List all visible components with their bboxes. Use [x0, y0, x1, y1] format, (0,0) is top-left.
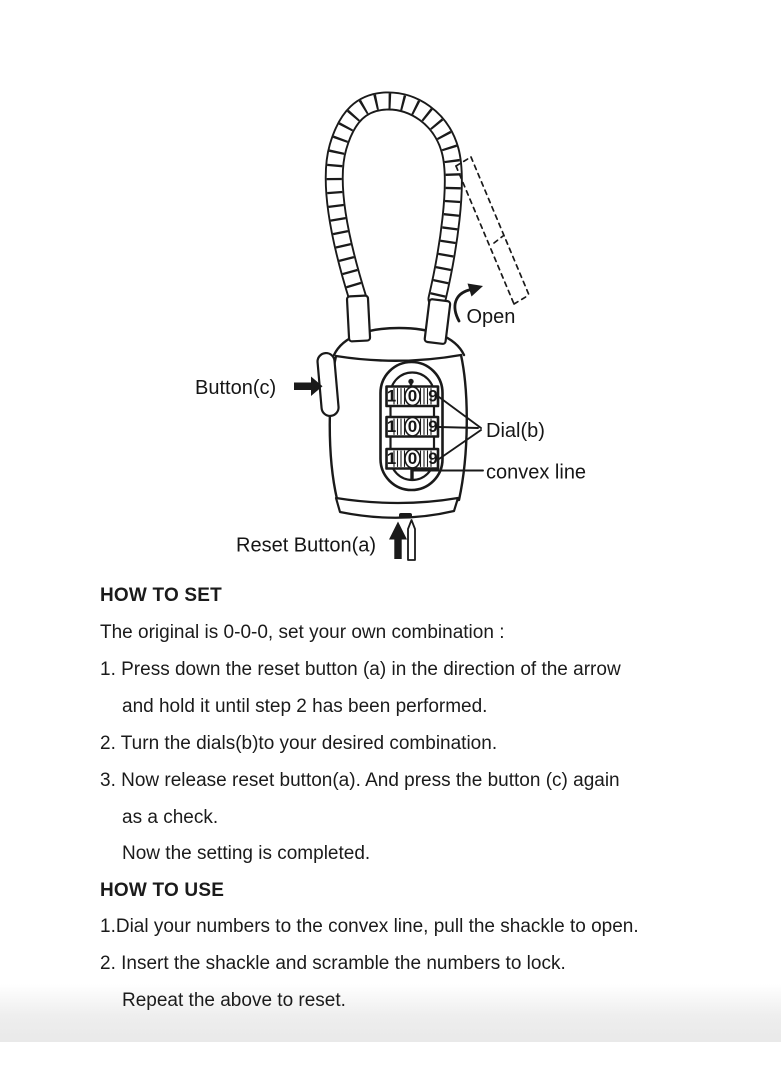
reset-pin-tool	[407, 519, 416, 561]
set-step-2-line: 2. Turn the dials(b)to your desired comb…	[100, 733, 498, 754]
dial-b-label: Dial(b)	[486, 420, 545, 442]
dial-pointer-lines	[438, 396, 482, 460]
shackle-ferrules	[345, 294, 452, 345]
dial1-digit-right: 9	[428, 387, 437, 406]
dial1-digit-center: 0	[408, 387, 417, 406]
dial-row-3: 1 0 9	[385, 447, 440, 470]
padlock-diagram: 1 0 9 1 0 9 1	[195, 91, 586, 561]
button-c-label: Button(c)	[195, 377, 276, 399]
dial2-digit-right: 9	[428, 417, 437, 436]
reset-arrow-icon	[389, 521, 407, 559]
lock-base	[334, 496, 460, 519]
use-step-2-line: 2. Insert the shackle and scramble the n…	[100, 953, 566, 974]
open-label: Open	[467, 306, 516, 328]
set-step-3-line-1: 3. Now release reset button(a). And pres…	[100, 770, 620, 791]
dial-row-2: 1 0 9	[385, 415, 440, 438]
how-to-set-heading: HOW TO SET	[100, 585, 222, 606]
set-completed-line: Now the setting is completed.	[122, 843, 371, 864]
open-arrow-icon	[453, 283, 483, 323]
reset-button-a-label: Reset Button(a)	[236, 535, 376, 557]
use-repeat-line: Repeat the above to reset.	[122, 990, 346, 1011]
dial3-digit-right: 9	[428, 449, 437, 468]
dial1-digit-left: 1	[387, 387, 396, 406]
set-step-1-line-1: 1. Press down the reset button (a) in th…	[100, 659, 621, 680]
convex-line-label: convex line	[486, 462, 586, 484]
cable-shackle	[324, 91, 463, 309]
use-step-1-line: 1.Dial your numbers to the convex line, …	[100, 916, 639, 937]
how-to-use-heading: HOW TO USE	[100, 880, 225, 901]
dial-row-1: 1 0 9	[385, 385, 440, 408]
cable-open-ghost	[455, 156, 530, 305]
dial3-digit-center: 0	[408, 449, 417, 468]
scan-shadow-band	[0, 984, 781, 1042]
dial3-digit-left: 1	[387, 449, 396, 468]
dial2-digit-center: 0	[408, 417, 417, 436]
set-step-1-line-2: and hold it until step 2 has been perfor…	[122, 696, 488, 717]
reset-button-nub	[399, 513, 412, 518]
set-intro-line: The original is 0-0-0, set your own comb…	[100, 622, 505, 643]
set-step-3-line-2: as a check.	[122, 807, 219, 828]
button-c-arrow-icon	[294, 376, 323, 396]
dial2-digit-left: 1	[387, 417, 396, 436]
